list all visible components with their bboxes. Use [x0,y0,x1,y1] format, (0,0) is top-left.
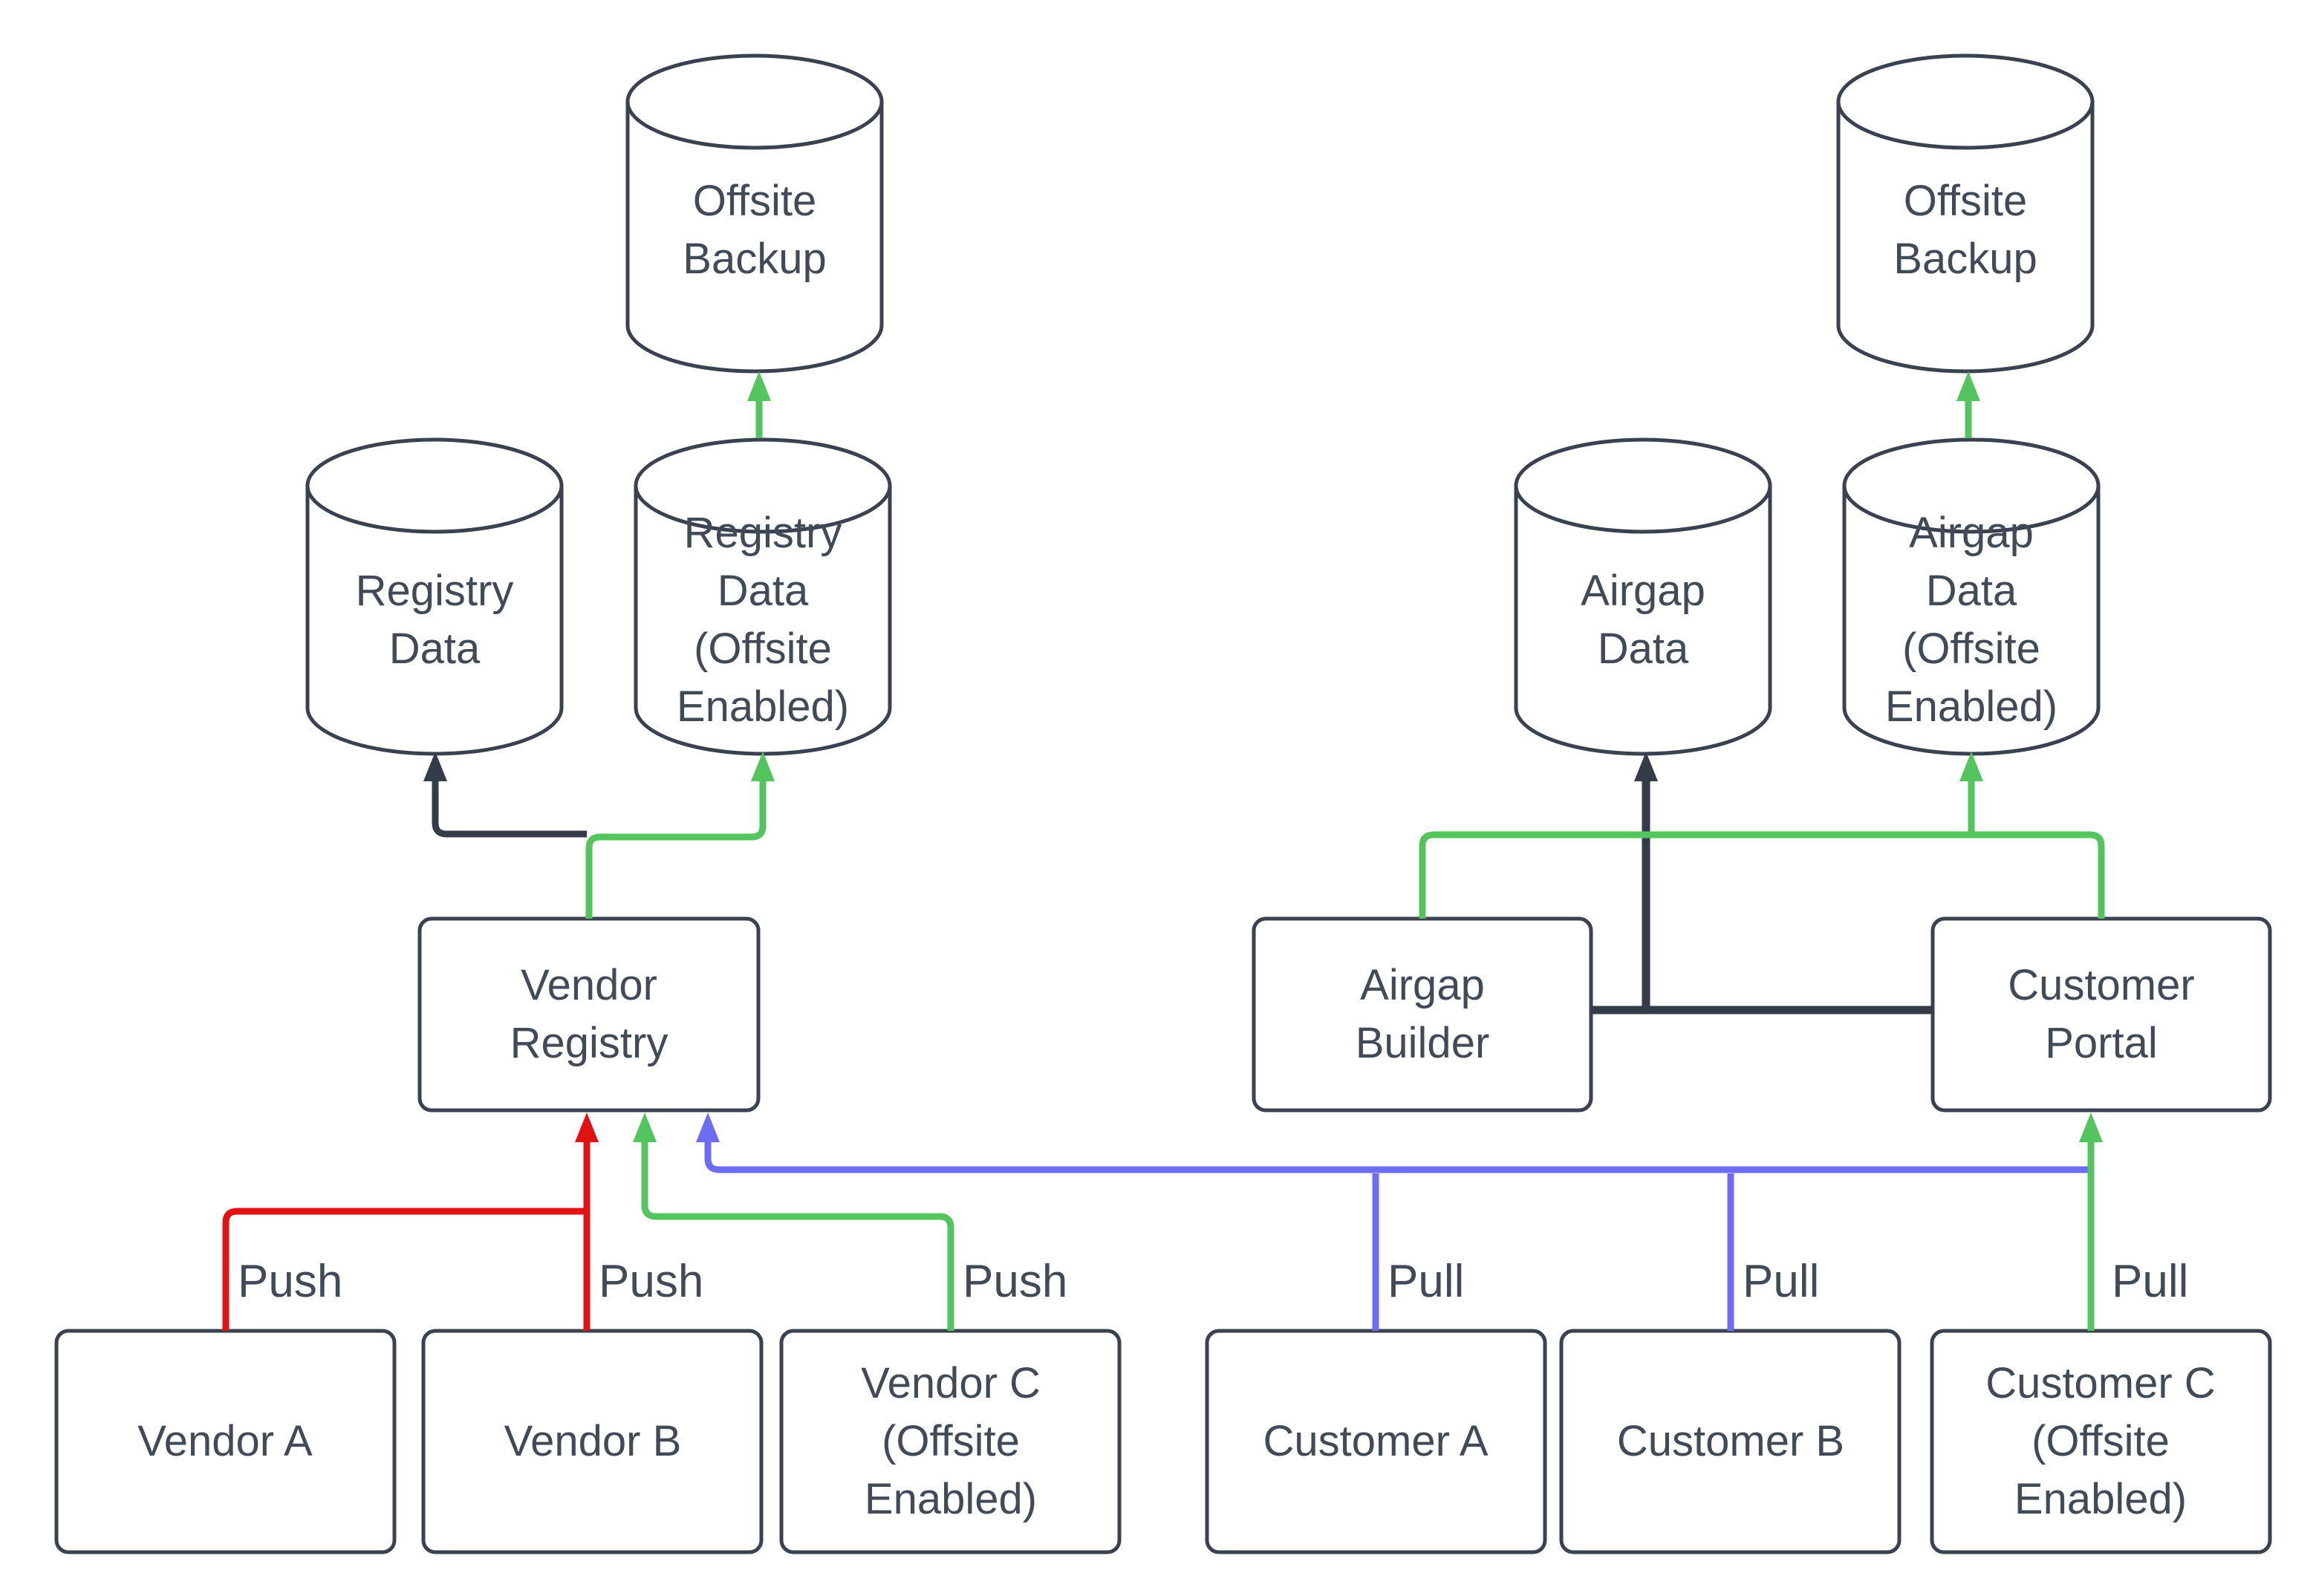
connector-portal-builder-offsite [1419,831,2105,919]
node-vendor-c: Vendor C (Offsite Enabled) [779,1329,1122,1554]
cylinder-label-line: Registry [356,567,514,615]
node-vendor-b: Vendor B [421,1329,764,1554]
box-label-line: Airgap [1360,961,1485,1009]
cylinder-label-line: Backup [1893,235,2037,283]
box-outline [1930,916,2272,1113]
cylinder-label-line: Data [1926,567,2017,615]
node-vendor-a: Vendor A [54,1329,397,1554]
box-label-line: Portal [2045,1019,2158,1067]
box-outline [421,1329,764,1554]
box-label-line: Customer B [1617,1417,1844,1465]
cylinder-label-line: Data [389,625,481,673]
box-outline [1930,1329,2272,1554]
node-airgap-builder: Airgap Builder [1252,916,1593,1113]
box-label-line: Vendor C [861,1359,1041,1407]
edge-label-pull-customer-b: Pull [1743,1256,1819,1307]
cylinder-label-line: Offsite [693,177,817,225]
box-label-line: Builder [1356,1019,1490,1067]
cylinder-label-line: Backup [683,235,826,283]
box-label-line: Enabled) [2014,1475,2187,1523]
box-label-line: (Offsite [2031,1417,2170,1465]
cylinder-label-line: Airgap [1909,509,2034,557]
database-cylinder-top [1842,437,2101,534]
connector-pull-to-vendor-registry-arrow [696,1113,2089,1173]
cylinder-offsite-backup-right: Offsite Backup [1836,53,2095,374]
connector-vendor-c-push-arrow [633,1113,954,1331]
cylinder-label-line: (Offsite [1902,625,2040,673]
connector-to-registry-data-offsite-arrow [585,752,775,919]
node-customer-portal: Customer Portal [1930,916,2272,1113]
box-label-line: Customer A [1263,1417,1489,1465]
edge-label-push-vendor-b: Push [599,1256,703,1307]
cylinder-offsite-backup-left: Offsite Backup [625,53,884,374]
cylinder-label-line: Registry [684,509,842,557]
cylinder-label-line: Enabled) [677,683,849,731]
cylinder-airgap-data-offsite: Airgap Data (Offsite Enabled) [1842,437,2101,756]
edge-label-push-vendor-a: Push [238,1256,342,1307]
connector-vendor-a-push [222,1208,587,1331]
box-label-line: Vendor A [137,1417,313,1465]
node-customer-a: Customer A [1205,1329,1547,1554]
edge-label-pull-customer-c: Pull [2112,1256,2188,1307]
node-customer-c: Customer C (Offsite Enabled) [1930,1329,2272,1554]
database-cylinder-top [634,437,892,534]
edge-label-pull-customer-a: Pull [1388,1256,1464,1307]
database-cylinder-top [1836,53,2095,150]
cylinder-label-line: Data [718,567,809,615]
database-cylinder-top [305,437,564,534]
box-label-line: (Offsite [882,1417,1020,1465]
cylinder-label-line: Enabled) [1885,683,2057,731]
database-cylinder-top [625,53,884,150]
database-cylinder-top [1514,437,1772,534]
box-label-line: Vendor B [504,1417,682,1465]
box-label-line: Vendor [521,961,657,1009]
box-label-line: Registry [510,1019,668,1067]
node-customer-b: Customer B [1559,1329,1902,1554]
edge-label-push-vendor-c: Push [963,1256,1067,1307]
cylinder-registry-data-offsite: Registry Data (Offsite Enabled) [634,437,892,756]
box-label-line: Enabled) [865,1475,1037,1523]
database-cylinder-icon [625,100,884,374]
box-outline [417,916,761,1113]
box-label-line: Customer [2008,961,2194,1009]
cylinder-label-line: Airgap [1581,567,1705,615]
cylinder-label-line: (Offsite [694,625,832,673]
box-label-line: Customer C [1985,1359,2215,1407]
cylinder-airgap-data: Airgap Data [1514,437,1772,756]
box-outline [1252,916,1593,1113]
cylinder-label-line: Offsite [1904,177,2028,225]
cylinder-registry-data: Registry Data [305,437,564,756]
connector-to-registry-data-arrow [423,752,587,838]
database-cylinder-icon [1836,100,2095,374]
node-vendor-registry: Vendor Registry [417,916,761,1113]
cylinder-label-line: Data [1598,625,1689,673]
